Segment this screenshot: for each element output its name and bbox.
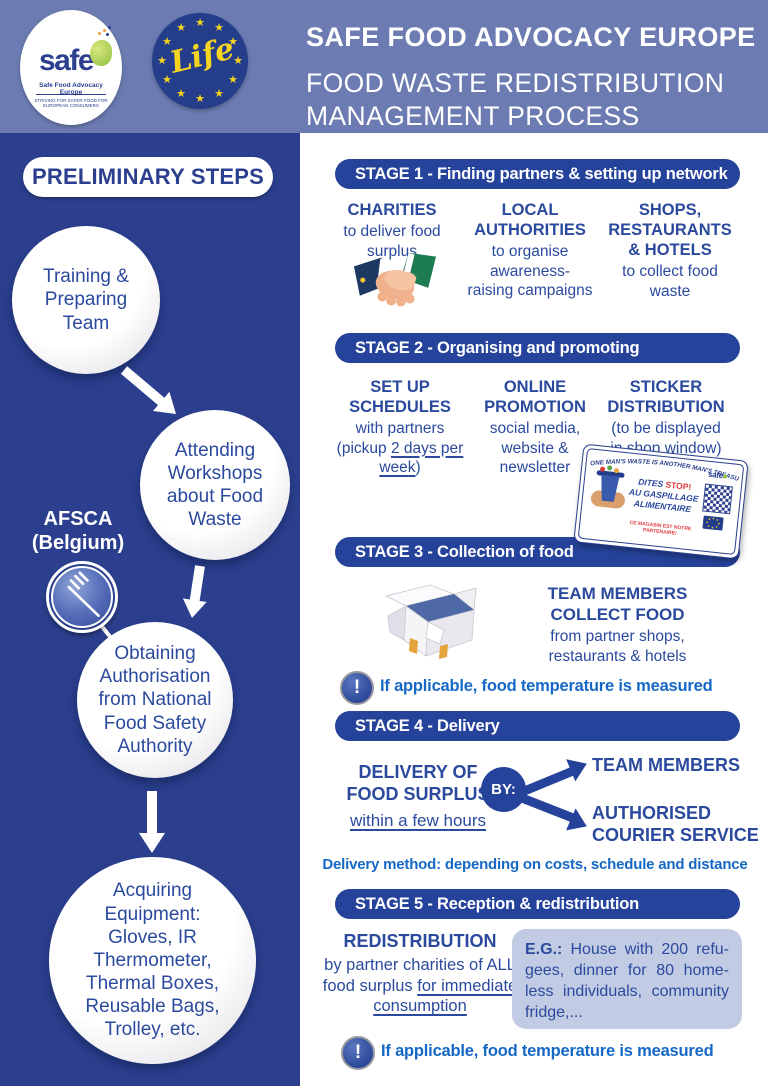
example-line: gees, dinner for 80 home- <box>525 962 729 980</box>
example-line: less individuals, community <box>525 983 729 1001</box>
local-authorities-body: to organise awareness- raising campaigns <box>467 243 593 299</box>
alert-icon: ! <box>341 1036 375 1070</box>
temperature-note: If applicable, food temperature is measu… <box>380 677 713 695</box>
schedules-underlined: 2 days per week <box>379 439 464 476</box>
example-box: E.G.: House with 200 refu- gees, dinner … <box>512 929 742 1029</box>
svg-text:★: ★ <box>233 55 243 67</box>
qr-code-icon <box>702 483 733 515</box>
by-circle: BY: <box>481 767 526 812</box>
example-line-text: House with 200 refu- <box>570 941 729 958</box>
safe-logo: safe Safe Food Advocacy Europe STRIVING … <box>20 10 122 125</box>
svg-text:★: ★ <box>176 22 186 34</box>
flow-arrow-icon <box>182 565 207 618</box>
stage2-title: STAGE 2 - Organising and promoting <box>335 333 740 363</box>
svg-text:★: ★ <box>162 74 172 86</box>
schedules-body: with partners (pickup 2 days per week) <box>333 419 467 477</box>
stage1-local-authorities: LOCAL AUTHORITIES to organise awareness-… <box>457 200 603 300</box>
step-circle-training: Training & Preparing Team <box>12 226 160 374</box>
stage2-schedules: SET UP SCHEDULES with partners (pickup 2… <box>333 377 467 477</box>
apple-sparkles-icon <box>98 32 101 35</box>
step-circle-authorisation: Obtaining Authorisation from National Fo… <box>77 622 233 778</box>
temperature-note: If applicable, food temperature is measu… <box>381 1042 714 1060</box>
handshake-icon <box>353 252 437 307</box>
promotion-heading: ONLINE PROMOTION <box>484 378 586 417</box>
svg-text:★: ★ <box>195 17 205 29</box>
stage1-title: STAGE 1 - Finding partners & setting up … <box>335 159 740 189</box>
stage4-title: STAGE 4 - Delivery <box>335 711 740 741</box>
stage2-online-promotion: ONLINE PROMOTION social media, website &… <box>463 377 607 477</box>
stage1-shops-restaurants-hotels: SHOPS, RESTAURANTS & HOTELS to collect f… <box>593 200 747 301</box>
option-team-members: TEAM MEMBERS <box>592 755 740 775</box>
divider <box>36 94 106 95</box>
sticker-safe-word: safe <box>707 469 724 481</box>
preliminary-steps-heading: PRELIMINARY STEPS <box>23 157 273 197</box>
svg-text:★: ★ <box>214 22 224 34</box>
safe-logo-word: safe <box>38 44 95 77</box>
charities-body: to deliver food surplus <box>343 223 441 260</box>
delivery-method-note: Delivery method: depending on costs, sch… <box>322 856 748 873</box>
header-titles: SAFE FOOD ADVOCACY EUROPE FOOD WASTE RED… <box>306 22 758 133</box>
example-line: E.G.: House with 200 refu- <box>525 939 729 960</box>
sticker-body: (to be displayed in shop window) <box>610 420 722 457</box>
schedules-heading: SET UP SCHEDULES <box>349 378 451 417</box>
stage3-title: STAGE 3 - Collection of food <box>335 537 740 567</box>
svg-text:★: ★ <box>214 88 224 100</box>
stage5-redistribution-block: REDISTRIBUTION by partner charities of A… <box>318 931 522 1017</box>
safe-logo-subtitle: Safe Food Advocacy Europe <box>39 82 103 96</box>
sticker-card: ONE MAN'S WASTE IS ANOTHER MAN'S TREASUR… <box>573 443 749 560</box>
delivery-heading: DELIVERY OF FOOD SURPLUS <box>346 762 490 804</box>
fork-badge-icon <box>46 561 118 633</box>
example-label: E.G.: <box>525 941 563 958</box>
stage5-title: STAGE 5 - Reception & redistribution <box>335 889 740 919</box>
svg-text:★: ★ <box>228 74 238 86</box>
header: safe Safe Food Advocacy Europe STRIVING … <box>0 0 768 133</box>
alert-icon: ! <box>340 671 374 705</box>
local-authorities-heading: LOCAL AUTHORITIES <box>474 201 586 240</box>
svg-text:★: ★ <box>176 88 186 100</box>
schedules-body-post: ) <box>415 459 421 476</box>
stage3-text: TEAM MEMBERS COLLECT FOOD from partner s… <box>505 584 730 666</box>
branch-arrows-icon <box>520 759 587 831</box>
promotion-body: social media, website & newsletter <box>489 420 581 476</box>
poster-title-line1: FOOD WASTE REDISTRIBUTION <box>306 68 725 98</box>
redistribution-heading: REDISTRIBUTION <box>343 931 497 951</box>
collect-food-heading: TEAM MEMBERS COLLECT FOOD <box>547 584 688 624</box>
svg-text:★: ★ <box>157 55 167 67</box>
eu-flag-icon <box>702 515 724 531</box>
delivery-underlined: within a few hours <box>349 810 487 830</box>
stage2-sticker-distribution: STICKER DISTRIBUTION (to be displayed in… <box>591 377 741 458</box>
collect-food-body: from partner shops, restaurants & hotels <box>548 628 687 665</box>
step-circle-workshops: Attending Workshops about Food Waste <box>140 410 290 560</box>
stage4-delivery-block: DELIVERY OF FOOD SURPLUS within a few ho… <box>323 762 513 831</box>
flow-arrow-icon <box>120 366 176 414</box>
fork-icon <box>67 571 100 618</box>
schedules-body-pre: with partners (pickup <box>336 420 445 457</box>
svg-text:★: ★ <box>162 36 172 48</box>
option-courier-service: AUTHORISED COURIER SERVICE <box>592 803 759 845</box>
flow-arrow-icon <box>139 791 165 853</box>
org-title: SAFE FOOD ADVOCACY EUROPE <box>306 22 756 52</box>
redistribution-body: by partner charities of ALL food surplus… <box>318 955 522 1017</box>
sticker-safe-logo: safe <box>708 470 728 481</box>
shops-body: to collect food waste <box>622 263 718 300</box>
shops-heading: SHOPS, RESTAURANTS & HOTELS <box>608 201 732 260</box>
redistribution-body-pre: by partner charities of ALL food surplus <box>322 955 516 995</box>
apple-icon <box>90 40 112 66</box>
afsca-label: AFSCA (Belgium) <box>31 508 125 554</box>
life-logo: ★★ ★★ ★★ ★★ ★★ ★★ Life <box>152 13 248 109</box>
stage1-charities: CHARITIES to deliver food surplus <box>327 200 457 261</box>
safe-logo-tagline: STRIVING FOR SAFER FOOD FOR EUROPEAN CON… <box>34 98 108 108</box>
example-line: fridge,... <box>525 1004 583 1022</box>
svg-text:★: ★ <box>228 36 238 48</box>
redistribution-underlined: for immediate consumption <box>373 976 518 1016</box>
step-circle-equipment: Acquiring Equipment: Gloves, IR Thermome… <box>49 857 256 1064</box>
charities-heading: CHARITIES <box>347 201 437 219</box>
open-box-icon <box>384 584 477 659</box>
sticker-heading: STICKER DISTRIBUTION <box>607 378 725 417</box>
svg-text:★: ★ <box>195 93 205 105</box>
eu-stars-icon: ★ ★ ★ ★ ★ ★ ★ ★ ★ ★ ★ ★ <box>157 17 243 105</box>
poster-title-line2: MANAGEMENT PROCESS <box>306 101 640 131</box>
